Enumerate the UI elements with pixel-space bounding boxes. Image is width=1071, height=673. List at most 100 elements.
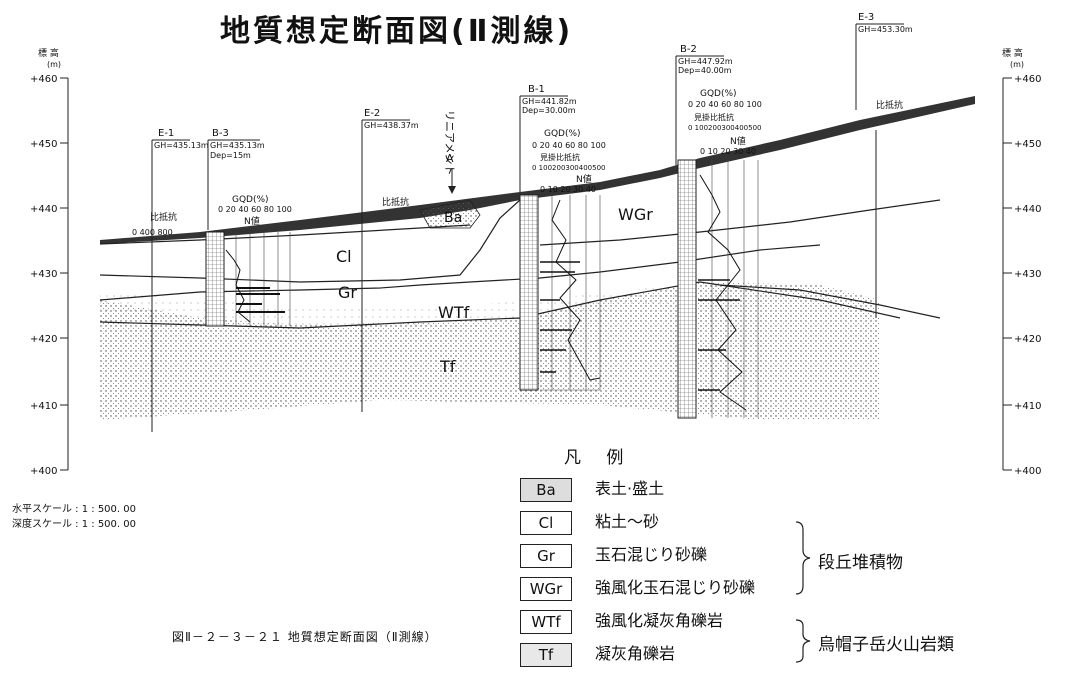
tick-label: +430 xyxy=(30,269,57,280)
vertical-scale: 深度スケール : 1 : 500. 00 xyxy=(12,519,136,530)
tick-label: +450 xyxy=(30,139,57,150)
borehole-name: B-2 xyxy=(680,44,697,55)
borehole-column xyxy=(677,159,697,419)
borehole-gh: GH=441.82m xyxy=(522,97,577,106)
legend-code: WTf xyxy=(520,610,572,634)
gqd-label: GQD(%) xyxy=(232,195,269,205)
n-value-ticks: 0 10 20 30 40 xyxy=(700,147,756,156)
tick-label: +430 xyxy=(1014,269,1041,280)
right-axis-label: 標 高 xyxy=(1002,47,1023,59)
right-axis-ticks: +460 +450 +440 +430 +420 +410 +400 xyxy=(1003,74,1041,477)
borehole-depth: Dep=15m xyxy=(210,151,251,160)
borehole-name: E-3 xyxy=(858,12,874,23)
resistivity-ticks: 0 400 800 xyxy=(132,228,173,237)
unit-label-wgr: WGr xyxy=(618,205,653,224)
boundary-wgr-lower xyxy=(539,199,941,246)
figure-caption: 図Ⅱ－２－３－２１ 地質想定断面図（Ⅱ測線） xyxy=(172,630,438,644)
tick-label: +440 xyxy=(1014,204,1041,215)
unit-label-gr: Gr xyxy=(338,283,357,302)
legend-code: Tf xyxy=(520,643,572,667)
tick-label: +410 xyxy=(30,401,57,412)
unit-label-ba: Ba xyxy=(444,210,462,226)
n-value-label: N値 xyxy=(576,173,592,185)
n-value-label: N値 xyxy=(730,135,746,147)
legend-code: Gr xyxy=(520,544,572,568)
apparent-ticks: 0 100200300400500 xyxy=(532,164,605,172)
gqd-ticks: 0 20 40 60 80 100 xyxy=(688,100,762,109)
tick-label: +440 xyxy=(30,204,57,215)
unit-label-wtf: WTf xyxy=(438,303,470,322)
lineament-a: リニアメント A xyxy=(443,110,456,194)
borehole-gh: GH=438.37m xyxy=(364,121,419,130)
legend-desc: 玉石混じり砂礫 xyxy=(595,545,708,564)
borehole-name: E-2 xyxy=(364,108,380,119)
legend-group-terrace: 段丘堆積物 xyxy=(818,553,903,573)
tick-label: +400 xyxy=(1014,466,1041,477)
borehole-e2: E-2 GH=438.37m 比抵抗 Ba xyxy=(361,108,462,412)
left-elevation-axis: 標 高 (m) +460 +450 +440 +430 +420 +410 +4… xyxy=(30,47,69,477)
legend-group-volcanic: 烏帽子岳火山岩類 xyxy=(818,635,954,655)
borehole-name: B-3 xyxy=(212,128,229,139)
tick-label: +410 xyxy=(1014,401,1041,412)
tick-label: +400 xyxy=(30,466,57,477)
legend-braces xyxy=(795,521,811,663)
log-columns xyxy=(711,160,759,418)
borehole-name: E-1 xyxy=(158,128,174,139)
legend-title: 凡 例 xyxy=(564,448,634,468)
boundary-cl-top xyxy=(99,224,471,245)
apparent-label: 見掛比抵抗 xyxy=(540,152,580,162)
n-value-ticks: 0 10 20 30 40 xyxy=(540,185,596,194)
right-axis-unit: (m) xyxy=(1010,60,1024,69)
unit-ba-lens xyxy=(419,199,481,229)
gqd-label: GQD(%) xyxy=(700,89,737,99)
apparent-ticks: 0 100200300400500 xyxy=(688,124,761,132)
n-value-label: N値 xyxy=(244,215,260,227)
borehole-e3: E-3 GH=453.30m 比抵抗 xyxy=(855,12,913,318)
legend-code: WGr xyxy=(520,577,572,601)
borehole-depth: Dep=40.00m xyxy=(678,66,732,75)
borehole-column xyxy=(519,194,539,391)
borehole-b2: B-2 GH=447.92m Dep=40.00m GQD(%) 0 20 40… xyxy=(675,44,762,419)
gqd-ticks: 0 20 40 60 80 100 xyxy=(218,205,292,214)
gqd-ticks: 0 20 40 60 80 100 xyxy=(532,141,606,150)
n-value-curve xyxy=(551,199,601,381)
log-columns xyxy=(540,195,601,391)
legend-desc: 強風化凝灰角礫岩 xyxy=(595,611,724,630)
borehole-depth: Dep=30.00m xyxy=(522,106,576,115)
tick-label: +420 xyxy=(1014,334,1041,345)
legend-desc: 凝灰角礫岩 xyxy=(595,644,676,663)
log-columns xyxy=(235,232,291,326)
resistivity-label: 比抵抗 xyxy=(150,211,177,223)
page-title: 地質想定断面図(Ⅱ測線) xyxy=(220,14,574,49)
borehole-b1: B-1 GH=441.82m Dep=30.00m GQD(%) 0 20 40… xyxy=(519,84,606,391)
boundary-gr-base xyxy=(99,281,471,301)
unit-label-tf: Tf xyxy=(439,357,456,376)
borehole-b3: B-3 GH=435.13m Dep=15m GQD(%) 0 20 40 60… xyxy=(205,128,292,327)
legend-desc: 粘土～砂 xyxy=(595,512,660,531)
apparent-label: 見掛比抵抗 xyxy=(694,112,734,122)
resistivity-label: 比抵抗 xyxy=(382,196,409,208)
gqd-bars xyxy=(540,261,580,373)
left-axis-unit: (m) xyxy=(47,60,61,69)
resistivity-label: 比抵抗 xyxy=(876,99,903,111)
legend-code: Ba xyxy=(520,478,572,502)
legend-desc: 強風化玉石混じり砂礫 xyxy=(595,578,756,597)
legend-code: Cl xyxy=(520,511,572,535)
gqd-bars xyxy=(236,287,285,313)
legend-desc: 表土·盛土 xyxy=(595,479,665,498)
left-axis-ticks: +460 +450 +440 +430 +420 +410 +400 xyxy=(30,74,68,477)
borehole-column xyxy=(205,231,225,327)
borehole-gh: GH=453.30m xyxy=(858,25,913,34)
n-value-curve xyxy=(699,174,747,411)
tick-label: +450 xyxy=(1014,139,1041,150)
tick-label: +420 xyxy=(30,334,57,345)
unit-labels: Cl Gr WGr WTf Tf xyxy=(336,205,653,376)
borehole-gh: GH=435.13m xyxy=(154,141,209,150)
unit-label-cl: Cl xyxy=(336,247,352,266)
gqd-label: GQD(%) xyxy=(544,129,581,139)
borehole-e1: E-1 GH=435.13m 比抵抗 0 400 800 xyxy=(132,128,209,432)
borehole-name: B-1 xyxy=(528,84,545,95)
lineament-label: リニアメント xyxy=(443,110,456,175)
borehole-gh: GH=447.92m xyxy=(678,57,733,66)
